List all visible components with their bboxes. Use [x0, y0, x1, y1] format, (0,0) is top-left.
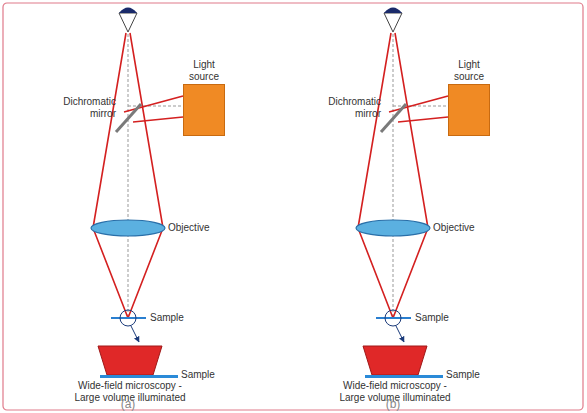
mirror-label: Dichromatic mirror: [56, 96, 116, 120]
sample-label: Sample: [415, 312, 465, 324]
light-source-label: Light source: [182, 59, 226, 83]
objective-label: Objective: [433, 222, 493, 234]
light-source-label: Light source: [447, 59, 491, 83]
panel-letter: (b): [373, 397, 413, 411]
mirror-label: Dichromatic mirror: [321, 96, 381, 120]
panel-letter: (a): [108, 397, 148, 411]
sample-label: Sample: [181, 369, 231, 381]
light-source-box: Light source: [183, 84, 225, 136]
objective-label: Objective: [168, 222, 228, 234]
sample-label: Sample: [150, 312, 200, 324]
sample-label: Sample: [446, 369, 496, 381]
light-source-box: Light source: [448, 84, 490, 136]
